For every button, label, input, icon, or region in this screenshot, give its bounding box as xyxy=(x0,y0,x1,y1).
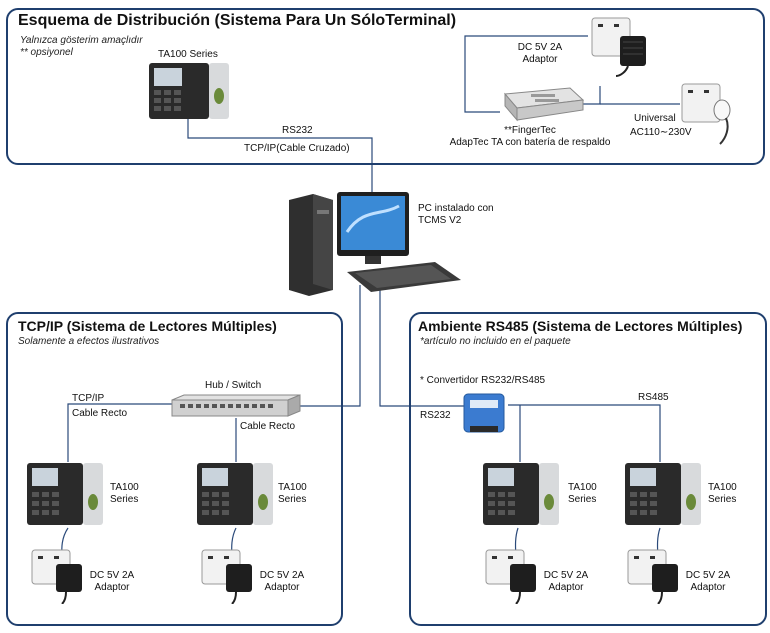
rs485-adaptor-1-label-line1: DC 5V 2A xyxy=(543,570,589,581)
wire-pc-to-hub xyxy=(300,285,361,407)
rs485-wire-label-rs485: RS485 xyxy=(638,392,669,403)
top-wire-label-tcpip: TCP/IP(Cable Cruzado) xyxy=(244,143,350,154)
top-adaptor-device xyxy=(591,17,646,77)
tcpip-adaptor-2-label-line2: Adaptor xyxy=(264,582,300,593)
wire-adaptor xyxy=(464,35,588,100)
top-panel-title: Esquema de Distribución (Sistema Para Un… xyxy=(18,12,457,29)
rs485-adaptor-2-label-line2: Adaptor xyxy=(690,582,726,593)
tcpip-adaptor-1-label-line2: Adaptor xyxy=(94,582,130,593)
rs485-panel-subtitle: *artículo no incluido en el paquete xyxy=(420,336,571,347)
rs485-panel xyxy=(409,312,767,626)
rs485-terminal-2-label-line1: TA100 xyxy=(708,482,737,493)
top-terminal-label: TA100 Series xyxy=(158,49,218,60)
top-adaptor-label: DC 5V 2A Adaptor xyxy=(505,42,575,66)
tcpip-wire-label-1: TCP/IP Cable Recto xyxy=(72,393,127,420)
universal-label: Universal AC110∼230V xyxy=(630,113,692,139)
tcpip-adaptor-2-label: DC 5V 2A Adaptor xyxy=(252,570,312,594)
top-panel-subtitle: Yalnızca gösterim amaçlıdır xyxy=(20,35,143,46)
rs485-terminal-1 xyxy=(483,463,559,525)
rs485-adaptor-1-label-line2: Adaptor xyxy=(548,582,584,593)
rs485-adaptor-1-label: DC 5V 2A Adaptor xyxy=(536,570,596,594)
rs485-panel-title: Ambiente RS485 (Sistema de Lectores Múlt… xyxy=(418,318,743,334)
tcpip-panel-title: TCP/IP (Sistema de Lectores Múltiples) xyxy=(18,318,277,334)
converter-label: * Convertidor RS232/RS485 xyxy=(420,375,546,386)
tcpip-adaptor-1 xyxy=(31,549,82,604)
tcpip-wire-label-1-line2: Cable Recto xyxy=(72,408,128,419)
tcpip-terminal-2-label-line2: Series xyxy=(278,494,307,505)
universal-plug xyxy=(713,99,731,121)
top-panel xyxy=(6,8,765,165)
pc-workstation xyxy=(289,192,461,296)
tcpip-terminal-1-label-line2: Series xyxy=(110,494,139,505)
wire-rs485-bus xyxy=(508,404,661,462)
rs485-adaptor-2-label-line1: DC 5V 2A xyxy=(685,570,731,581)
adaptec-label-line2: AdapTec TA con batería de respaldo xyxy=(449,137,611,148)
pc-label: PC instalado con TCMS V2 xyxy=(418,203,494,227)
wire-terminal-to-pc xyxy=(187,118,373,195)
pc-label-line1: PC instalado con xyxy=(418,203,494,214)
top-adaptor-label-line2: Adaptor xyxy=(522,54,558,65)
adaptec-label: **FingerTec AdapTec TA con batería de re… xyxy=(440,125,620,149)
top-terminal-device xyxy=(149,63,229,119)
rs485-terminal-2-label: TA100 Series xyxy=(708,482,737,506)
tcpip-wire-label-1-line1: TCP/IP xyxy=(72,393,105,404)
universal-label-line1: Universal xyxy=(634,113,676,124)
tcpip-adaptor-1-label-line1: DC 5V 2A xyxy=(89,570,135,581)
rs485-adaptor-1 xyxy=(485,549,536,604)
tcpip-terminal-2-label-line1: TA100 xyxy=(278,482,307,493)
rs485-terminal-2-label-line2: Series xyxy=(708,494,737,505)
tcpip-panel xyxy=(6,312,343,626)
fingerprint-sensor xyxy=(214,88,224,104)
tcpip-wire-label-2: Cable Recto xyxy=(240,421,296,432)
tcpip-panel-subtitle: Solamente a efectos ilustrativos xyxy=(18,336,160,347)
rs485-wire-label-rs232: RS232 xyxy=(420,410,451,421)
top-adaptor-label-line1: DC 5V 2A xyxy=(517,42,563,53)
tcpip-adaptor-2-label-line1: DC 5V 2A xyxy=(259,570,305,581)
rs485-adaptor-2 xyxy=(627,549,678,604)
tcpip-terminal-1 xyxy=(27,463,103,525)
wire-pc-to-converter xyxy=(379,285,464,407)
rs485-adaptor-2-label: DC 5V 2A Adaptor xyxy=(678,570,738,594)
hub-label: Hub / Switch xyxy=(205,380,262,391)
universal-label-line2: AC110∼230V xyxy=(630,127,692,138)
top-wire-label-rs232: RS232 xyxy=(282,125,313,136)
power-adaptor xyxy=(620,36,646,66)
tcpip-adaptor-2 xyxy=(201,549,252,604)
tcpip-terminal-2-label: TA100 Series xyxy=(278,482,307,506)
wire-hub-to-terminal-1 xyxy=(67,403,172,462)
pc-label-line2: TCMS V2 xyxy=(418,215,462,226)
rs485-terminal-2 xyxy=(625,463,701,525)
universal-power-device xyxy=(681,83,731,145)
adaptec-device xyxy=(503,87,585,122)
tcpip-terminal-2 xyxy=(197,463,273,525)
tcpip-terminal-1-label-line1: TA100 xyxy=(110,482,139,493)
tcpip-terminal-1-label: TA100 Series xyxy=(110,482,139,506)
top-panel-optional-note: ** opsiyonel xyxy=(20,47,73,58)
tcpip-adaptor-1-label: DC 5V 2A Adaptor xyxy=(82,570,142,594)
terminal-screen xyxy=(154,68,182,86)
rs485-terminal-1-label: TA100 Series xyxy=(568,482,597,506)
hub-switch-device xyxy=(171,394,301,417)
rs485-terminal-1-label-line1: TA100 xyxy=(568,482,597,493)
rs485-terminal-1-label-line2: Series xyxy=(568,494,597,505)
adaptec-label-line1: **FingerTec xyxy=(504,125,556,136)
rs232-rs485-converter xyxy=(463,393,505,433)
